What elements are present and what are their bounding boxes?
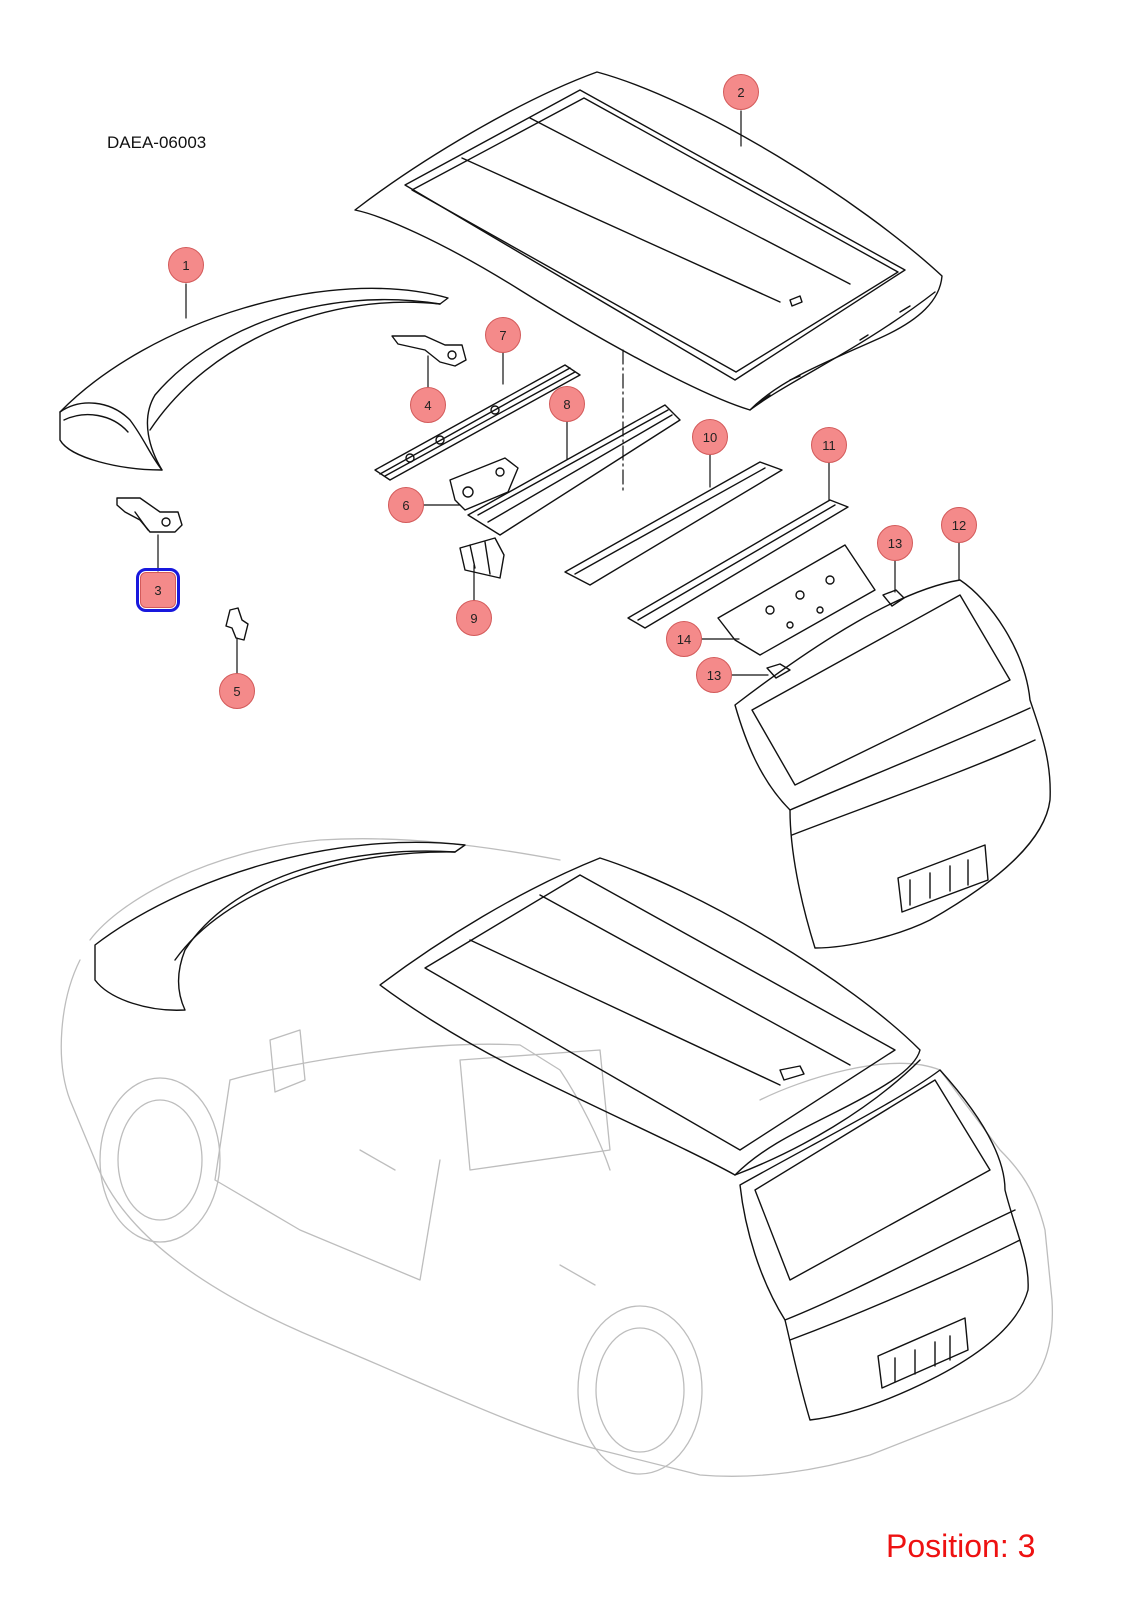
callout-9[interactable]: 9 bbox=[456, 600, 492, 636]
vehicle-outline bbox=[60, 838, 1054, 1477]
callout-11[interactable]: 11 bbox=[811, 427, 847, 463]
callout-7[interactable]: 7 bbox=[485, 317, 521, 353]
part-hinge-right bbox=[391, 335, 467, 367]
leader-lines bbox=[157, 110, 960, 676]
part-rear-rail-lower bbox=[627, 499, 849, 629]
callout-10[interactable]: 10 bbox=[692, 419, 728, 455]
part-tailgate bbox=[734, 579, 1051, 949]
part-front-rail bbox=[374, 364, 581, 481]
position-label: Position: 3 bbox=[886, 1528, 1036, 1564]
part-roof-panel bbox=[354, 71, 943, 411]
part-center-rail bbox=[467, 404, 681, 536]
part-small-bracket bbox=[225, 607, 249, 641]
part-rear-rail-upper bbox=[564, 461, 783, 586]
callout-2[interactable]: 2 bbox=[723, 74, 759, 110]
callout-3[interactable]: 3 bbox=[136, 568, 180, 612]
callout-13-lower[interactable]: 13 bbox=[696, 657, 732, 693]
part-spoiler bbox=[59, 287, 449, 471]
vehicle-roof-assembly bbox=[94, 841, 1029, 1421]
callout-14[interactable]: 14 bbox=[666, 621, 702, 657]
part-hinge-left bbox=[116, 497, 183, 533]
callout-6[interactable]: 6 bbox=[388, 487, 424, 523]
callout-4[interactable]: 4 bbox=[410, 387, 446, 423]
callout-1[interactable]: 1 bbox=[168, 247, 204, 283]
part-inner-panel bbox=[717, 544, 876, 656]
callout-13-upper[interactable]: 13 bbox=[877, 525, 913, 561]
document-code: DAEA-06003 bbox=[107, 133, 207, 152]
callout-8[interactable]: 8 bbox=[549, 386, 585, 422]
callout-5[interactable]: 5 bbox=[219, 673, 255, 709]
part-bracket bbox=[449, 457, 519, 511]
part-lower-bracket bbox=[459, 537, 505, 579]
callout-12[interactable]: 12 bbox=[941, 507, 977, 543]
